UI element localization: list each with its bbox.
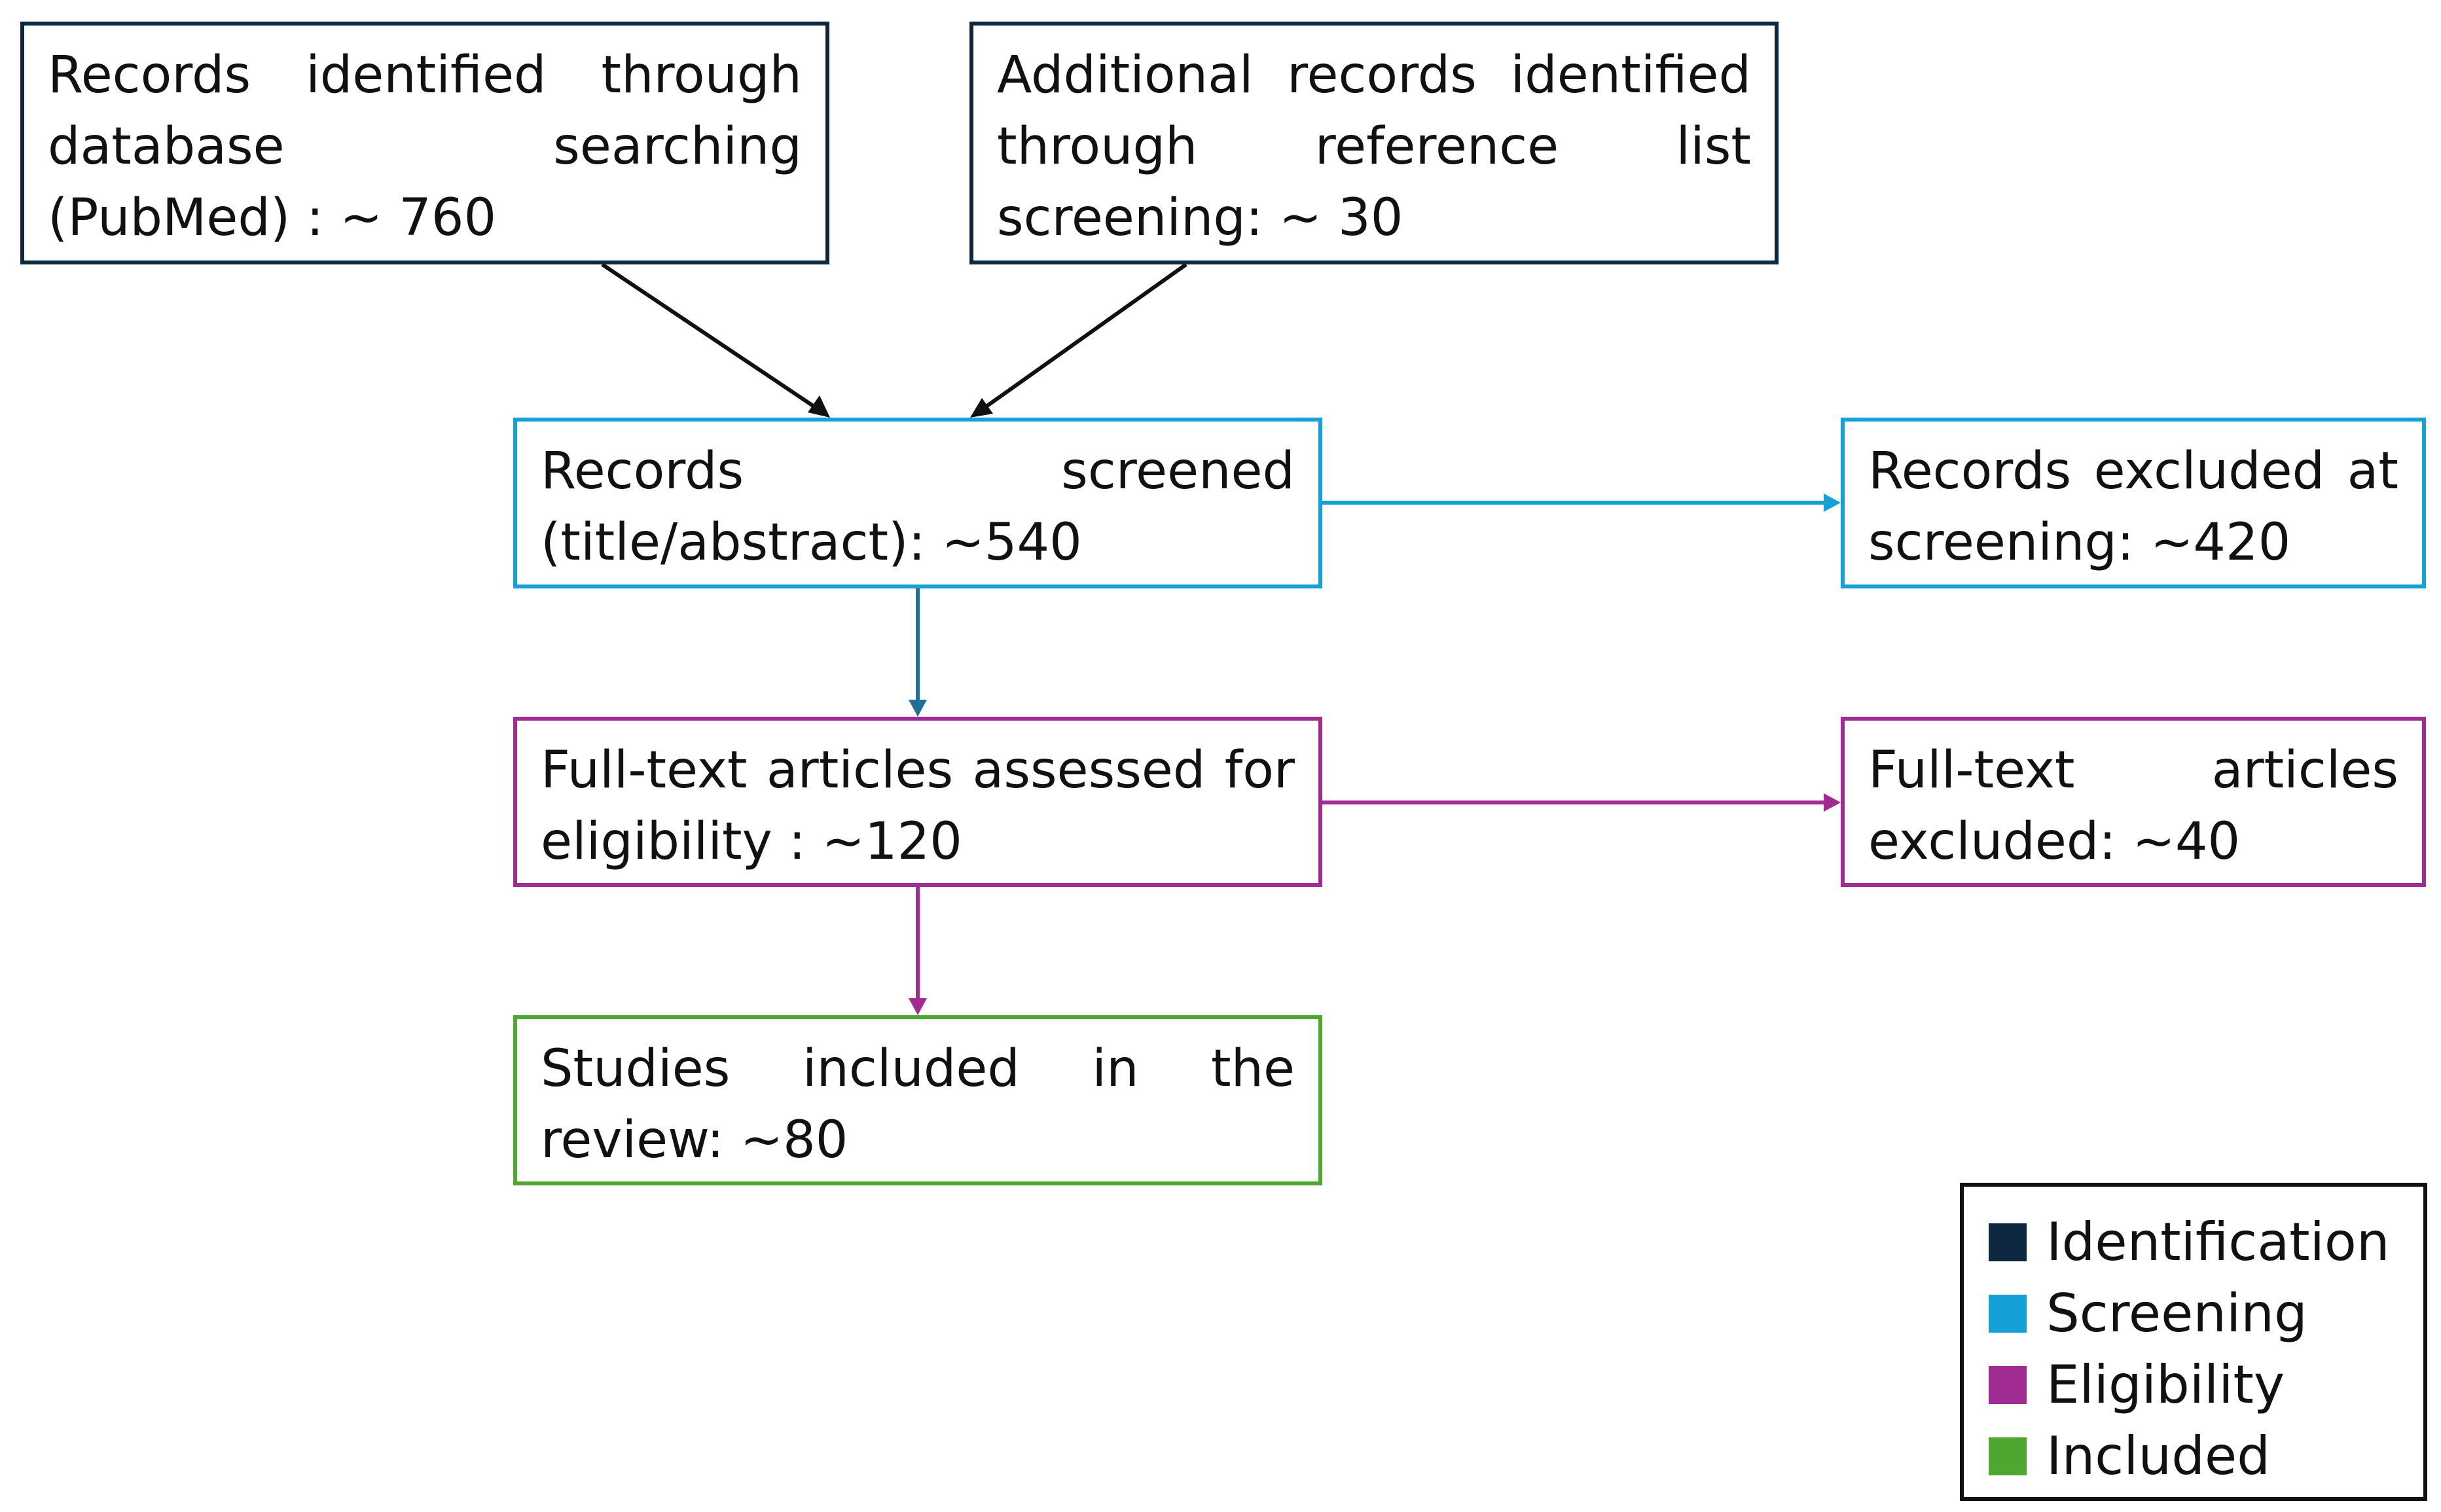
legend-item-identification: Identification	[1989, 1206, 2423, 1278]
arrow-screened-to-excluded	[1322, 494, 1841, 512]
legend-swatch-identification	[1989, 1223, 2027, 1261]
legend-item-eligibility: Eligibility	[1989, 1349, 2423, 1420]
box-studies-included: Studies included in the review: ~80	[513, 1015, 1322, 1185]
box-excluded-screening-text: Records excluded at screening: ~420	[1868, 442, 2398, 572]
legend-label-screening: Screening	[2046, 1283, 2307, 1344]
box-reference-records: Additional records identified through re…	[969, 22, 1779, 264]
box-fulltext-excluded-text: Full-text articles excluded: ~40	[1868, 741, 2398, 871]
box-fulltext-text: Full-text articles assessed for eligibil…	[541, 741, 1295, 871]
legend-swatch-included	[1989, 1437, 2027, 1475]
legend: Identification Screening Eligibility Inc…	[1960, 1183, 2427, 1501]
box-database-records: Records identified through database sear…	[20, 22, 829, 264]
box-database-text: Records identified through database sear…	[48, 46, 802, 247]
legend-label-included: Included	[2046, 1426, 2270, 1486]
box-screened-text: Records screened (title/abstract): ~540	[541, 442, 1295, 572]
legend-swatch-eligibility	[1989, 1365, 2027, 1404]
arrow-fulltext-to-included	[909, 887, 927, 1015]
box-fulltext-excluded: Full-text articles excluded: ~40	[1841, 717, 2426, 887]
legend-swatch-screening	[1989, 1294, 2027, 1333]
legend-label-eligibility: Eligibility	[2046, 1354, 2285, 1415]
arrow-database-to-screened	[601, 262, 830, 418]
box-included-text: Studies included in the review: ~80	[541, 1039, 1295, 1170]
arrow-reference-to-screened	[970, 262, 1187, 418]
box-records-screened: Records screened (title/abstract): ~540	[513, 418, 1322, 588]
arrow-screened-to-fulltext	[909, 588, 927, 717]
box-reference-text: Additional records identified through re…	[997, 46, 1751, 247]
arrow-fulltext-to-excluded	[1322, 793, 1841, 812]
legend-item-included: Included	[1989, 1420, 2423, 1492]
box-fulltext-assessed: Full-text articles assessed for eligibil…	[513, 717, 1322, 887]
box-records-excluded-screening: Records excluded at screening: ~420	[1841, 418, 2426, 588]
legend-item-screening: Screening	[1989, 1278, 2423, 1349]
legend-label-identification: Identification	[2046, 1212, 2390, 1272]
